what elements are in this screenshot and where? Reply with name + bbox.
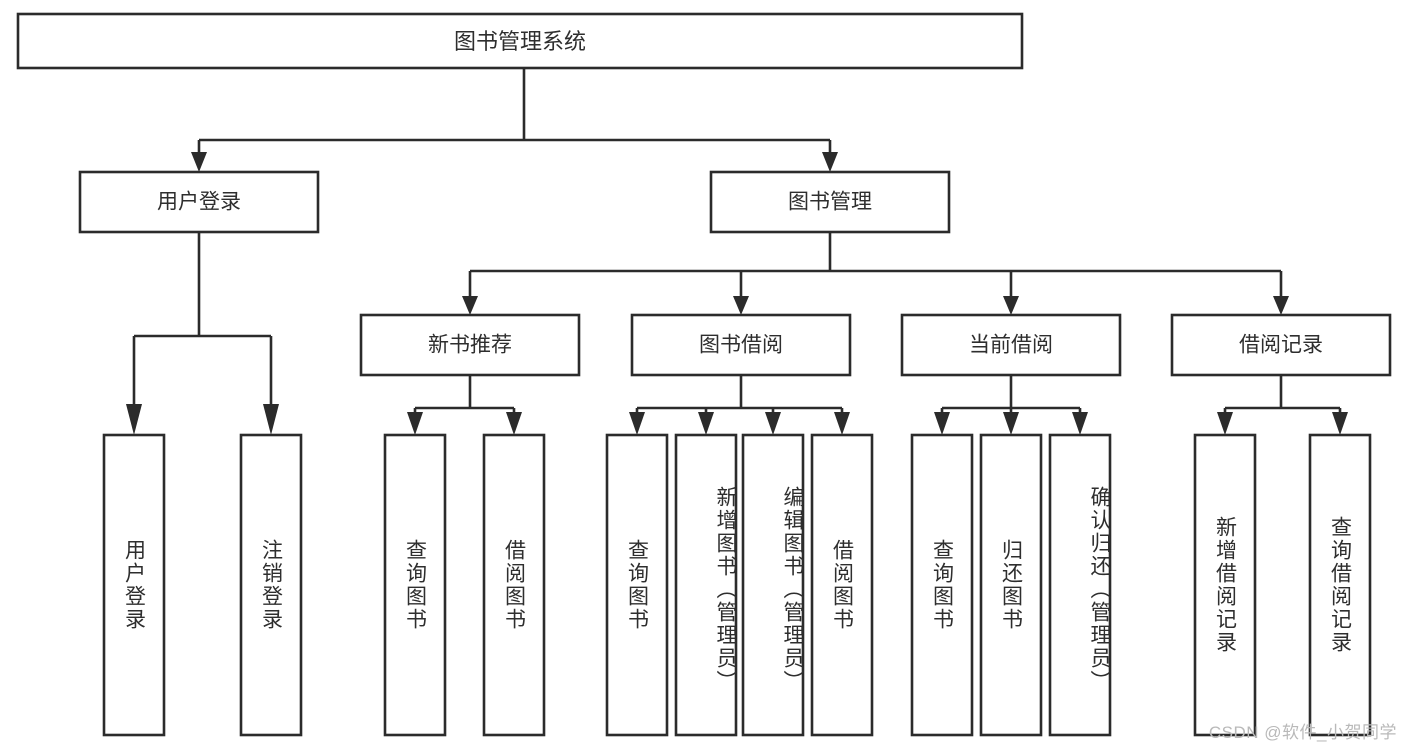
node-book-manage[interactable]: 图书管理 xyxy=(709,170,951,234)
arrow-currentborrow-leaf2 xyxy=(1003,412,1019,435)
leaf-box-currentborrow-confirm-return[interactable] xyxy=(1048,433,1112,737)
node-book-borrow[interactable]: 图书借阅 xyxy=(630,313,852,377)
node-user-login-box[interactable] xyxy=(78,170,320,234)
arrow-borrowrecord-leaf1 xyxy=(1217,412,1233,435)
leaf-box-currentborrow-query-book[interactable] xyxy=(910,433,974,737)
node-root-label: 图书管理系统 xyxy=(454,29,586,54)
node-current-borrow[interactable]: 当前借阅 xyxy=(900,313,1122,377)
node-new-book-recommend-box[interactable] xyxy=(359,313,581,377)
arrow-currentborrow-leaf3 xyxy=(1072,412,1088,435)
leaf-box-bookborrow-query-book[interactable] xyxy=(605,433,669,737)
leaf-box-bookborrow-add-book[interactable] xyxy=(674,433,738,737)
arrow-to-bookborrow xyxy=(733,296,749,315)
node-current-borrow-label: 当前借阅 xyxy=(969,334,1053,357)
arrow-user-login-leaf2 xyxy=(263,404,279,435)
node-borrow-record-label: 借阅记录 xyxy=(1239,334,1323,357)
arrow-to-currentborrow xyxy=(1003,296,1019,315)
node-book-manage-box[interactable] xyxy=(709,170,951,234)
node-current-borrow-box[interactable] xyxy=(900,313,1122,377)
node-root-box[interactable] xyxy=(16,12,1024,70)
arrow-user-login-leaf1 xyxy=(126,404,142,435)
leaf-box-logout-login[interactable] xyxy=(239,433,303,737)
node-book-borrow-label: 图书借阅 xyxy=(699,334,783,357)
node-new-book-recommend[interactable]: 新书推荐 xyxy=(359,313,581,377)
leaf-box-newbook-borrow-book[interactable] xyxy=(482,433,546,737)
arrow-bookborrow-leaf1 xyxy=(629,412,645,435)
leaf-box-borrowrecord-query-record[interactable] xyxy=(1308,433,1372,737)
node-book-borrow-box[interactable] xyxy=(630,313,852,377)
leaf-box-bookborrow-borrow-book[interactable] xyxy=(810,433,874,737)
node-borrow-record[interactable]: 借阅记录 xyxy=(1170,313,1392,377)
node-user-login-label: 用户登录 xyxy=(157,191,241,214)
arrow-bookborrow-leaf3 xyxy=(765,412,781,435)
arrow-borrowrecord-leaf2 xyxy=(1332,412,1348,435)
node-borrow-record-box[interactable] xyxy=(1170,313,1392,377)
arrow-currentborrow-leaf1 xyxy=(934,412,950,435)
arrow-to-user-login xyxy=(191,152,207,172)
arrow-to-borrowrecord xyxy=(1273,296,1289,315)
leaf-box-newbook-query-book[interactable] xyxy=(383,433,447,737)
csdn-watermark: CSDN @软件_小贺同学 xyxy=(1208,723,1397,742)
connector-group xyxy=(126,68,1348,435)
arrow-bookborrow-leaf2 xyxy=(698,412,714,435)
leaf-box-currentborrow-return-book[interactable] xyxy=(979,433,1043,737)
arrow-newbook-leaf1 xyxy=(407,412,423,435)
arrow-newbook-leaf2 xyxy=(506,412,522,435)
node-new-book-recommend-label: 新书推荐 xyxy=(428,334,512,357)
node-root[interactable]: 图书管理系统 xyxy=(16,12,1024,70)
node-book-manage-label: 图书管理 xyxy=(788,191,872,214)
leaf-box-borrowrecord-add-record[interactable] xyxy=(1193,433,1257,737)
arrow-to-newbook xyxy=(462,296,478,315)
leaf-box-bookborrow-edit-book[interactable] xyxy=(741,433,805,737)
leaf-box-group xyxy=(102,433,1372,737)
node-user-login[interactable]: 用户登录 xyxy=(78,170,320,234)
arrow-to-book-manage xyxy=(822,152,838,172)
arrow-bookborrow-leaf4 xyxy=(834,412,850,435)
leaf-box-user-login[interactable] xyxy=(102,433,166,737)
